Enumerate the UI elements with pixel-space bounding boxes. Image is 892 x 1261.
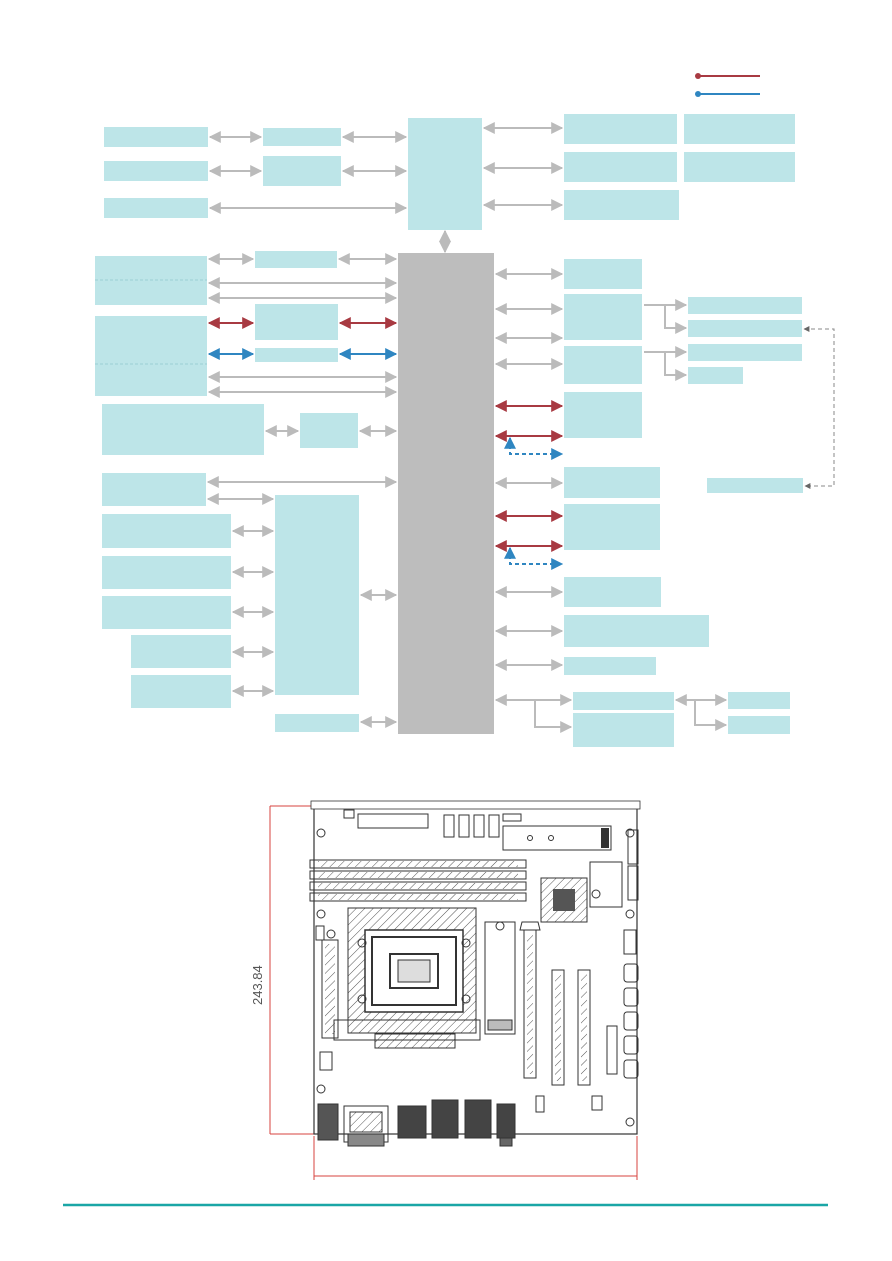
block-tl-3 [104, 198, 208, 218]
legend-red-dot [695, 73, 701, 79]
block-l-7 [102, 596, 231, 629]
block-tr-5 [564, 190, 679, 220]
block-r-4 [564, 392, 642, 438]
block-far-r-4 [688, 367, 743, 384]
block-l-mid-1 [255, 251, 337, 268]
blue-dashed-connectors [504, 436, 564, 570]
block-far-r-5 [707, 478, 803, 493]
block-tl-mid-1 [263, 128, 341, 146]
block-l-3 [102, 404, 264, 455]
red-connectors [207, 317, 564, 552]
block-l-9 [131, 675, 231, 708]
block-far-r-6 [728, 692, 790, 709]
block-tl-1 [104, 127, 208, 147]
block-l-2 [95, 316, 207, 396]
legend-blue-dot [695, 91, 701, 97]
block-tl-2 [104, 161, 208, 181]
block-far-r-2 [688, 320, 802, 337]
block-r-2 [564, 294, 642, 340]
block-far-r-3 [688, 344, 802, 361]
cpu-block-fill [408, 118, 482, 230]
block-r-9 [564, 657, 656, 675]
block-r-10 [573, 692, 674, 710]
block-far-r-7 [728, 716, 790, 734]
block-tr-4 [684, 152, 795, 182]
chipset-block [398, 253, 494, 734]
block-l-5 [102, 514, 231, 548]
block-l-mid-4 [300, 413, 358, 448]
block-r-6 [564, 504, 660, 550]
dashed-loop [803, 326, 835, 489]
block-l-mid-2 [255, 304, 338, 340]
block-far-r-1 [688, 297, 802, 314]
block-l-6 [102, 556, 231, 589]
block-tr-2 [684, 114, 795, 144]
block-tr-3 [564, 152, 677, 182]
block-tl-mid-2 [263, 156, 341, 186]
board-drawing: 243.84 [250, 800, 641, 1180]
block-l-4 [102, 473, 206, 506]
block-r-7 [564, 577, 661, 607]
block-r-5 [564, 467, 660, 498]
block-l-hub [275, 495, 359, 695]
legend [695, 73, 760, 97]
block-l-8 [131, 635, 231, 668]
block-r-8 [564, 615, 709, 647]
block-r-11 [573, 713, 674, 747]
height-dimension-label: 243.84 [250, 965, 265, 1005]
block-tr-1 [564, 114, 677, 144]
gray-connectors [206, 122, 728, 733]
block-r-1 [564, 259, 642, 289]
block-l-10 [275, 714, 359, 732]
block-l-mid-3 [255, 348, 338, 362]
block-r-3 [564, 346, 642, 384]
